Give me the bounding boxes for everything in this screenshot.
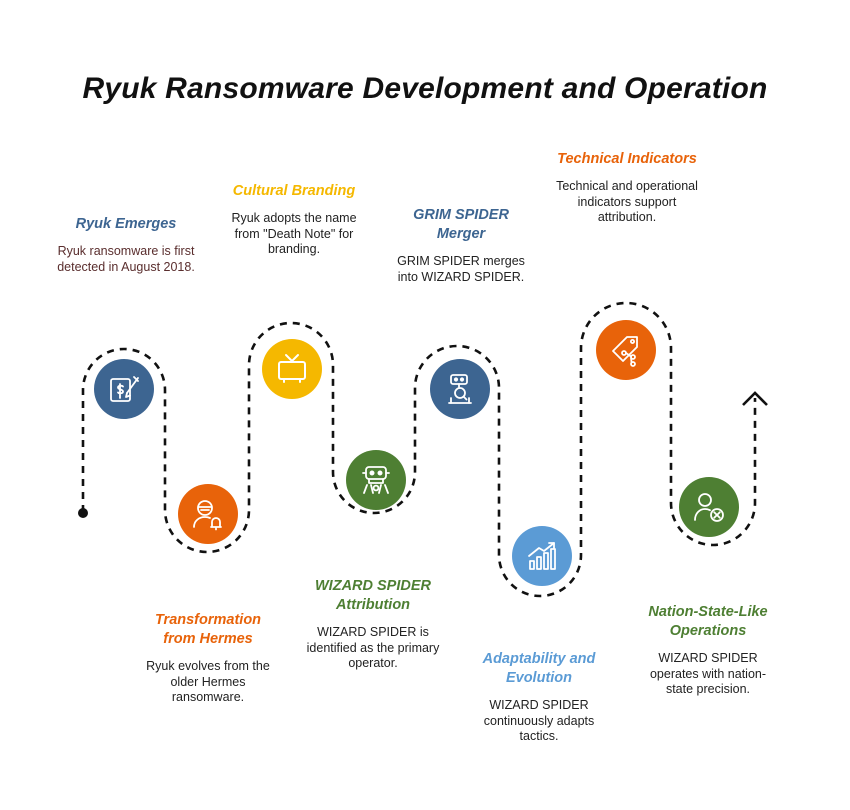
step-node-transformation-from-hermes: [178, 484, 238, 544]
step-heading: Cultural Branding: [232, 183, 356, 199]
step-node-wizard-spider-attribution: [346, 450, 406, 510]
step-heading: Nation-State-Like Operations: [648, 604, 768, 639]
page-title: Ryuk Ransomware Development and Operatio…: [82, 72, 768, 105]
user-search-icon: [448, 374, 472, 404]
hacker-alert-icon: [193, 500, 222, 531]
tag-share-icon: [612, 336, 638, 367]
step-label-technical-indicators: Technical Indicators Technical and opera…: [556, 150, 698, 226]
step-label-ryuk-emerges: Ryuk Emerges Ryuk ransomware is first de…: [55, 215, 197, 275]
step-description: WIZARD SPIDER continuously adapts tactic…: [483, 698, 595, 743]
step-label-wizard-spider-attribution: WIZARD SPIDER Attribution WIZARD SPIDER …: [306, 577, 440, 672]
growth-chart-icon: [528, 542, 556, 570]
step-heading: Technical Indicators: [557, 151, 697, 167]
step-description: Ryuk evolves from the older Hermes ranso…: [146, 659, 270, 704]
timeline-start-dot: [78, 508, 88, 518]
step-label-transformation-from-hermes: Transformation from Hermes Ryuk evolves …: [138, 611, 278, 706]
step-node-cultural-branding: [262, 339, 322, 399]
step-label-nation-state-like-operations: Nation-State-Like Operations WIZARD SPID…: [638, 603, 778, 698]
step-heading: Ryuk Emerges: [75, 216, 177, 232]
step-node-adaptability-and-evolution: [512, 526, 572, 586]
timeline-end-arrow: [742, 391, 768, 406]
step-node-technical-indicators: [596, 320, 656, 380]
television-icon: [278, 354, 306, 383]
robot-icon: [362, 466, 390, 494]
step-node-nation-state-like-operations: [679, 477, 739, 537]
step-heading: Adaptability and Evolution: [482, 651, 596, 686]
step-label-adaptability-and-evolution: Adaptability and Evolution WIZARD SPIDER…: [466, 650, 612, 745]
step-description: Ryuk ransomware is first detected in Aug…: [57, 244, 195, 274]
step-node-ryuk-emerges: [94, 359, 154, 419]
step-label-grim-spider-merger: GRIM SPIDER Merger GRIM SPIDER merges in…: [396, 206, 526, 285]
user-block-icon: [694, 493, 724, 522]
document-money-icon: [110, 376, 139, 402]
step-heading: WIZARD SPIDER Attribution: [315, 578, 431, 613]
step-node-grim-spider-merger: [430, 359, 490, 419]
step-description: GRIM SPIDER merges into WIZARD SPIDER.: [397, 254, 525, 284]
step-description: Technical and operational indicators sup…: [556, 179, 698, 224]
step-description: WIZARD SPIDER is identified as the prima…: [306, 625, 440, 670]
step-heading: Transformation from Hermes: [154, 612, 262, 647]
step-label-cultural-branding: Cultural Branding Ryuk adopts the name f…: [228, 182, 360, 258]
step-heading: GRIM SPIDER Merger: [413, 207, 509, 242]
step-description: WIZARD SPIDER operates with nation-state…: [649, 651, 767, 696]
step-description: Ryuk adopts the name from "Death Note" f…: [231, 211, 357, 256]
